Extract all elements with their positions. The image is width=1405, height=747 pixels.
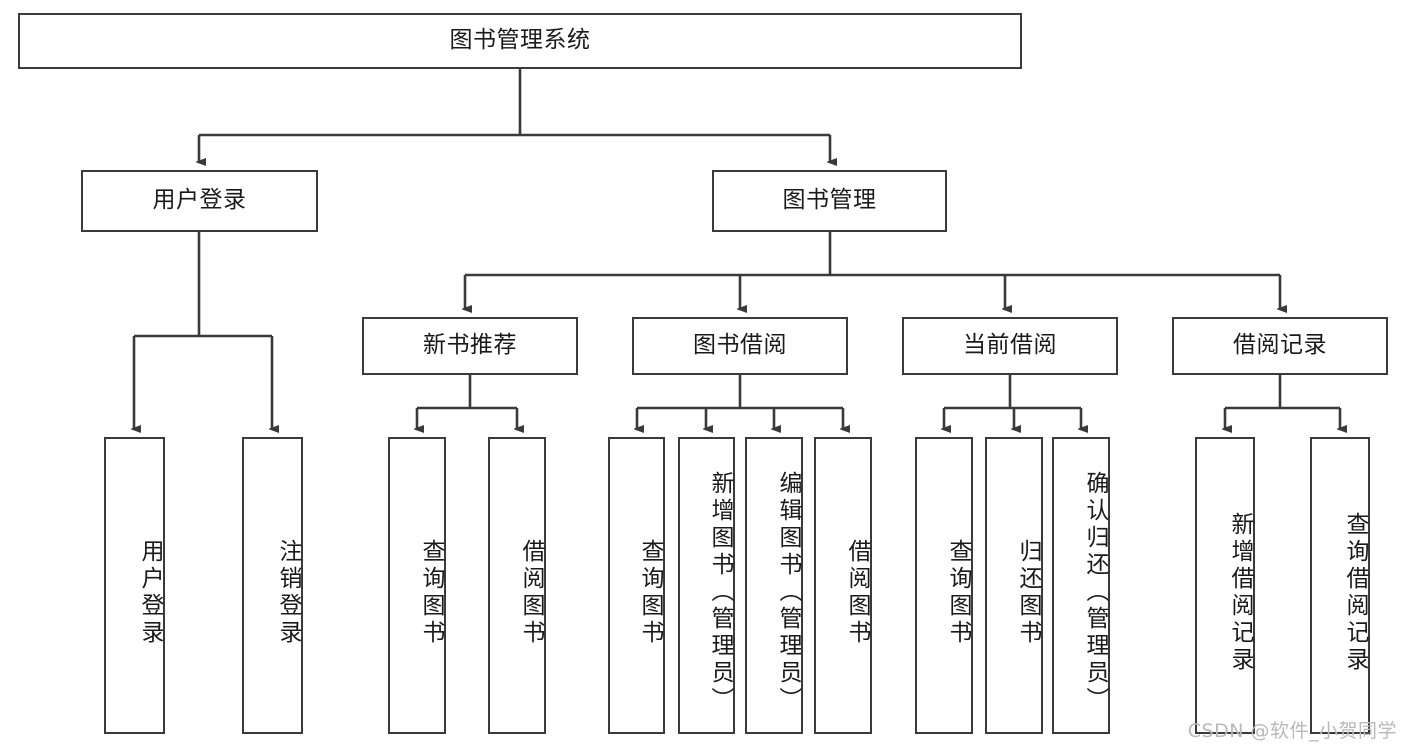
node-leaf-user-logout[interactable]: 注销登录 bbox=[242, 437, 303, 734]
node-leaf-add-borrow-record[interactable]: 新增借阅记录 bbox=[1195, 437, 1255, 734]
node-label: 查询借阅记录 bbox=[1342, 511, 1368, 674]
watermark-text: CSDN @软件_小贺同学 bbox=[1187, 720, 1397, 742]
node-leaf-recommend-borrow-book[interactable]: 借阅图书 bbox=[488, 437, 546, 734]
node-label: 借阅图书 bbox=[518, 538, 544, 647]
node-label: 新增图书（管理员） bbox=[707, 471, 733, 714]
node-label: 图书管理系统 bbox=[449, 27, 591, 54]
node-label: 图书借阅 bbox=[693, 332, 787, 359]
node-label: 查询图书 bbox=[945, 538, 971, 647]
node-label: 归还图书 bbox=[1015, 538, 1041, 647]
node-leaf-edit-book-admin[interactable]: 编辑图书（管理员） bbox=[745, 437, 803, 734]
node-label: 图书管理 bbox=[782, 187, 877, 214]
node-label: 编辑图书（管理员） bbox=[775, 471, 801, 714]
node-borrow-record[interactable]: 借阅记录 bbox=[1172, 317, 1388, 375]
node-leaf-user-login[interactable]: 用户登录 bbox=[104, 437, 165, 734]
node-leaf-borrow-book[interactable]: 借阅图书 bbox=[814, 437, 872, 734]
node-label: 用户登录 bbox=[137, 538, 163, 647]
node-leaf-confirm-return-admin[interactable]: 确认归还（管理员） bbox=[1052, 437, 1110, 734]
node-label: 新增借阅记录 bbox=[1227, 511, 1253, 674]
node-user-login[interactable]: 用户登录 bbox=[81, 170, 318, 232]
node-leaf-recommend-query-book[interactable]: 查询图书 bbox=[388, 437, 446, 734]
node-label: 用户登录 bbox=[152, 187, 247, 214]
node-label: 借阅记录 bbox=[1233, 332, 1327, 359]
node-book-borrow[interactable]: 图书借阅 bbox=[632, 317, 848, 375]
node-new-book-recommend[interactable]: 新书推荐 bbox=[362, 317, 578, 375]
node-root-system[interactable]: 图书管理系统 bbox=[18, 13, 1022, 69]
node-leaf-add-book-admin[interactable]: 新增图书（管理员） bbox=[678, 437, 735, 734]
node-leaf-borrow-query-book[interactable]: 查询图书 bbox=[608, 437, 665, 734]
node-book-management[interactable]: 图书管理 bbox=[712, 170, 947, 232]
node-label: 查询图书 bbox=[637, 538, 663, 647]
node-label: 查询图书 bbox=[418, 538, 444, 647]
node-label: 注销登录 bbox=[275, 538, 301, 647]
node-label: 确认归还（管理员） bbox=[1082, 471, 1108, 714]
node-leaf-return-book[interactable]: 归还图书 bbox=[985, 437, 1043, 734]
node-label: 当前借阅 bbox=[963, 332, 1057, 359]
node-current-borrow[interactable]: 当前借阅 bbox=[902, 317, 1118, 375]
node-label: 新书推荐 bbox=[423, 332, 517, 359]
node-leaf-current-query-book[interactable]: 查询图书 bbox=[915, 437, 973, 734]
node-leaf-query-borrow-record[interactable]: 查询借阅记录 bbox=[1310, 437, 1370, 734]
node-label: 借阅图书 bbox=[844, 538, 870, 647]
